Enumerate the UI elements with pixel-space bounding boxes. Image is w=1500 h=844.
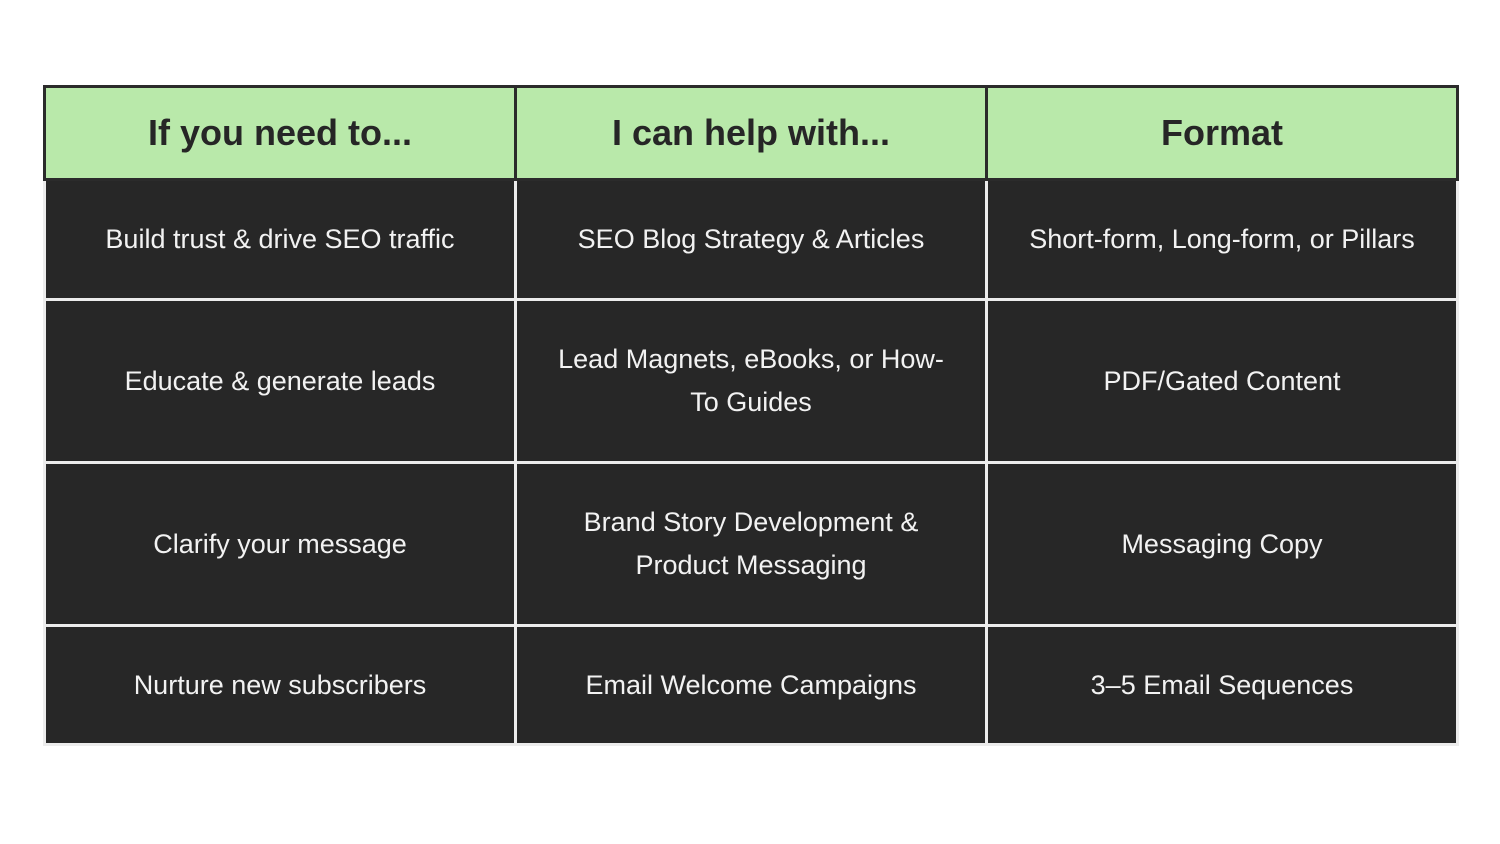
need-cell: Educate & generate leads: [43, 298, 517, 464]
format-cell: Short-form, Long-form, or Pillars: [985, 178, 1459, 301]
table-row: Nurture new subscribers Email Welcome Ca…: [43, 624, 1459, 746]
help-cell: Lead Magnets, eBooks, or How-To Guides: [514, 298, 988, 464]
format-cell: Messaging Copy: [985, 461, 1459, 627]
help-cell: Email Welcome Campaigns: [514, 624, 988, 746]
format-cell: 3–5 Email Sequences: [985, 624, 1459, 746]
help-cell: Brand Story Development & Product Messag…: [514, 461, 988, 627]
need-cell: Build trust & drive SEO traffic: [43, 178, 517, 301]
help-cell: SEO Blog Strategy & Articles: [514, 178, 988, 301]
need-cell: Nurture new subscribers: [43, 624, 517, 746]
header-help: I can help with...: [514, 85, 988, 181]
table-row: Build trust & drive SEO traffic SEO Blog…: [43, 178, 1459, 301]
table-row: Educate & generate leads Lead Magnets, e…: [43, 298, 1459, 464]
header-format: Format: [985, 85, 1459, 181]
services-table: If you need to... I can help with... For…: [43, 85, 1459, 746]
need-cell: Clarify your message: [43, 461, 517, 627]
header-need: If you need to...: [43, 85, 517, 181]
table-header-row: If you need to... I can help with... For…: [43, 85, 1459, 181]
format-cell: PDF/Gated Content: [985, 298, 1459, 464]
table-row: Clarify your message Brand Story Develop…: [43, 461, 1459, 627]
